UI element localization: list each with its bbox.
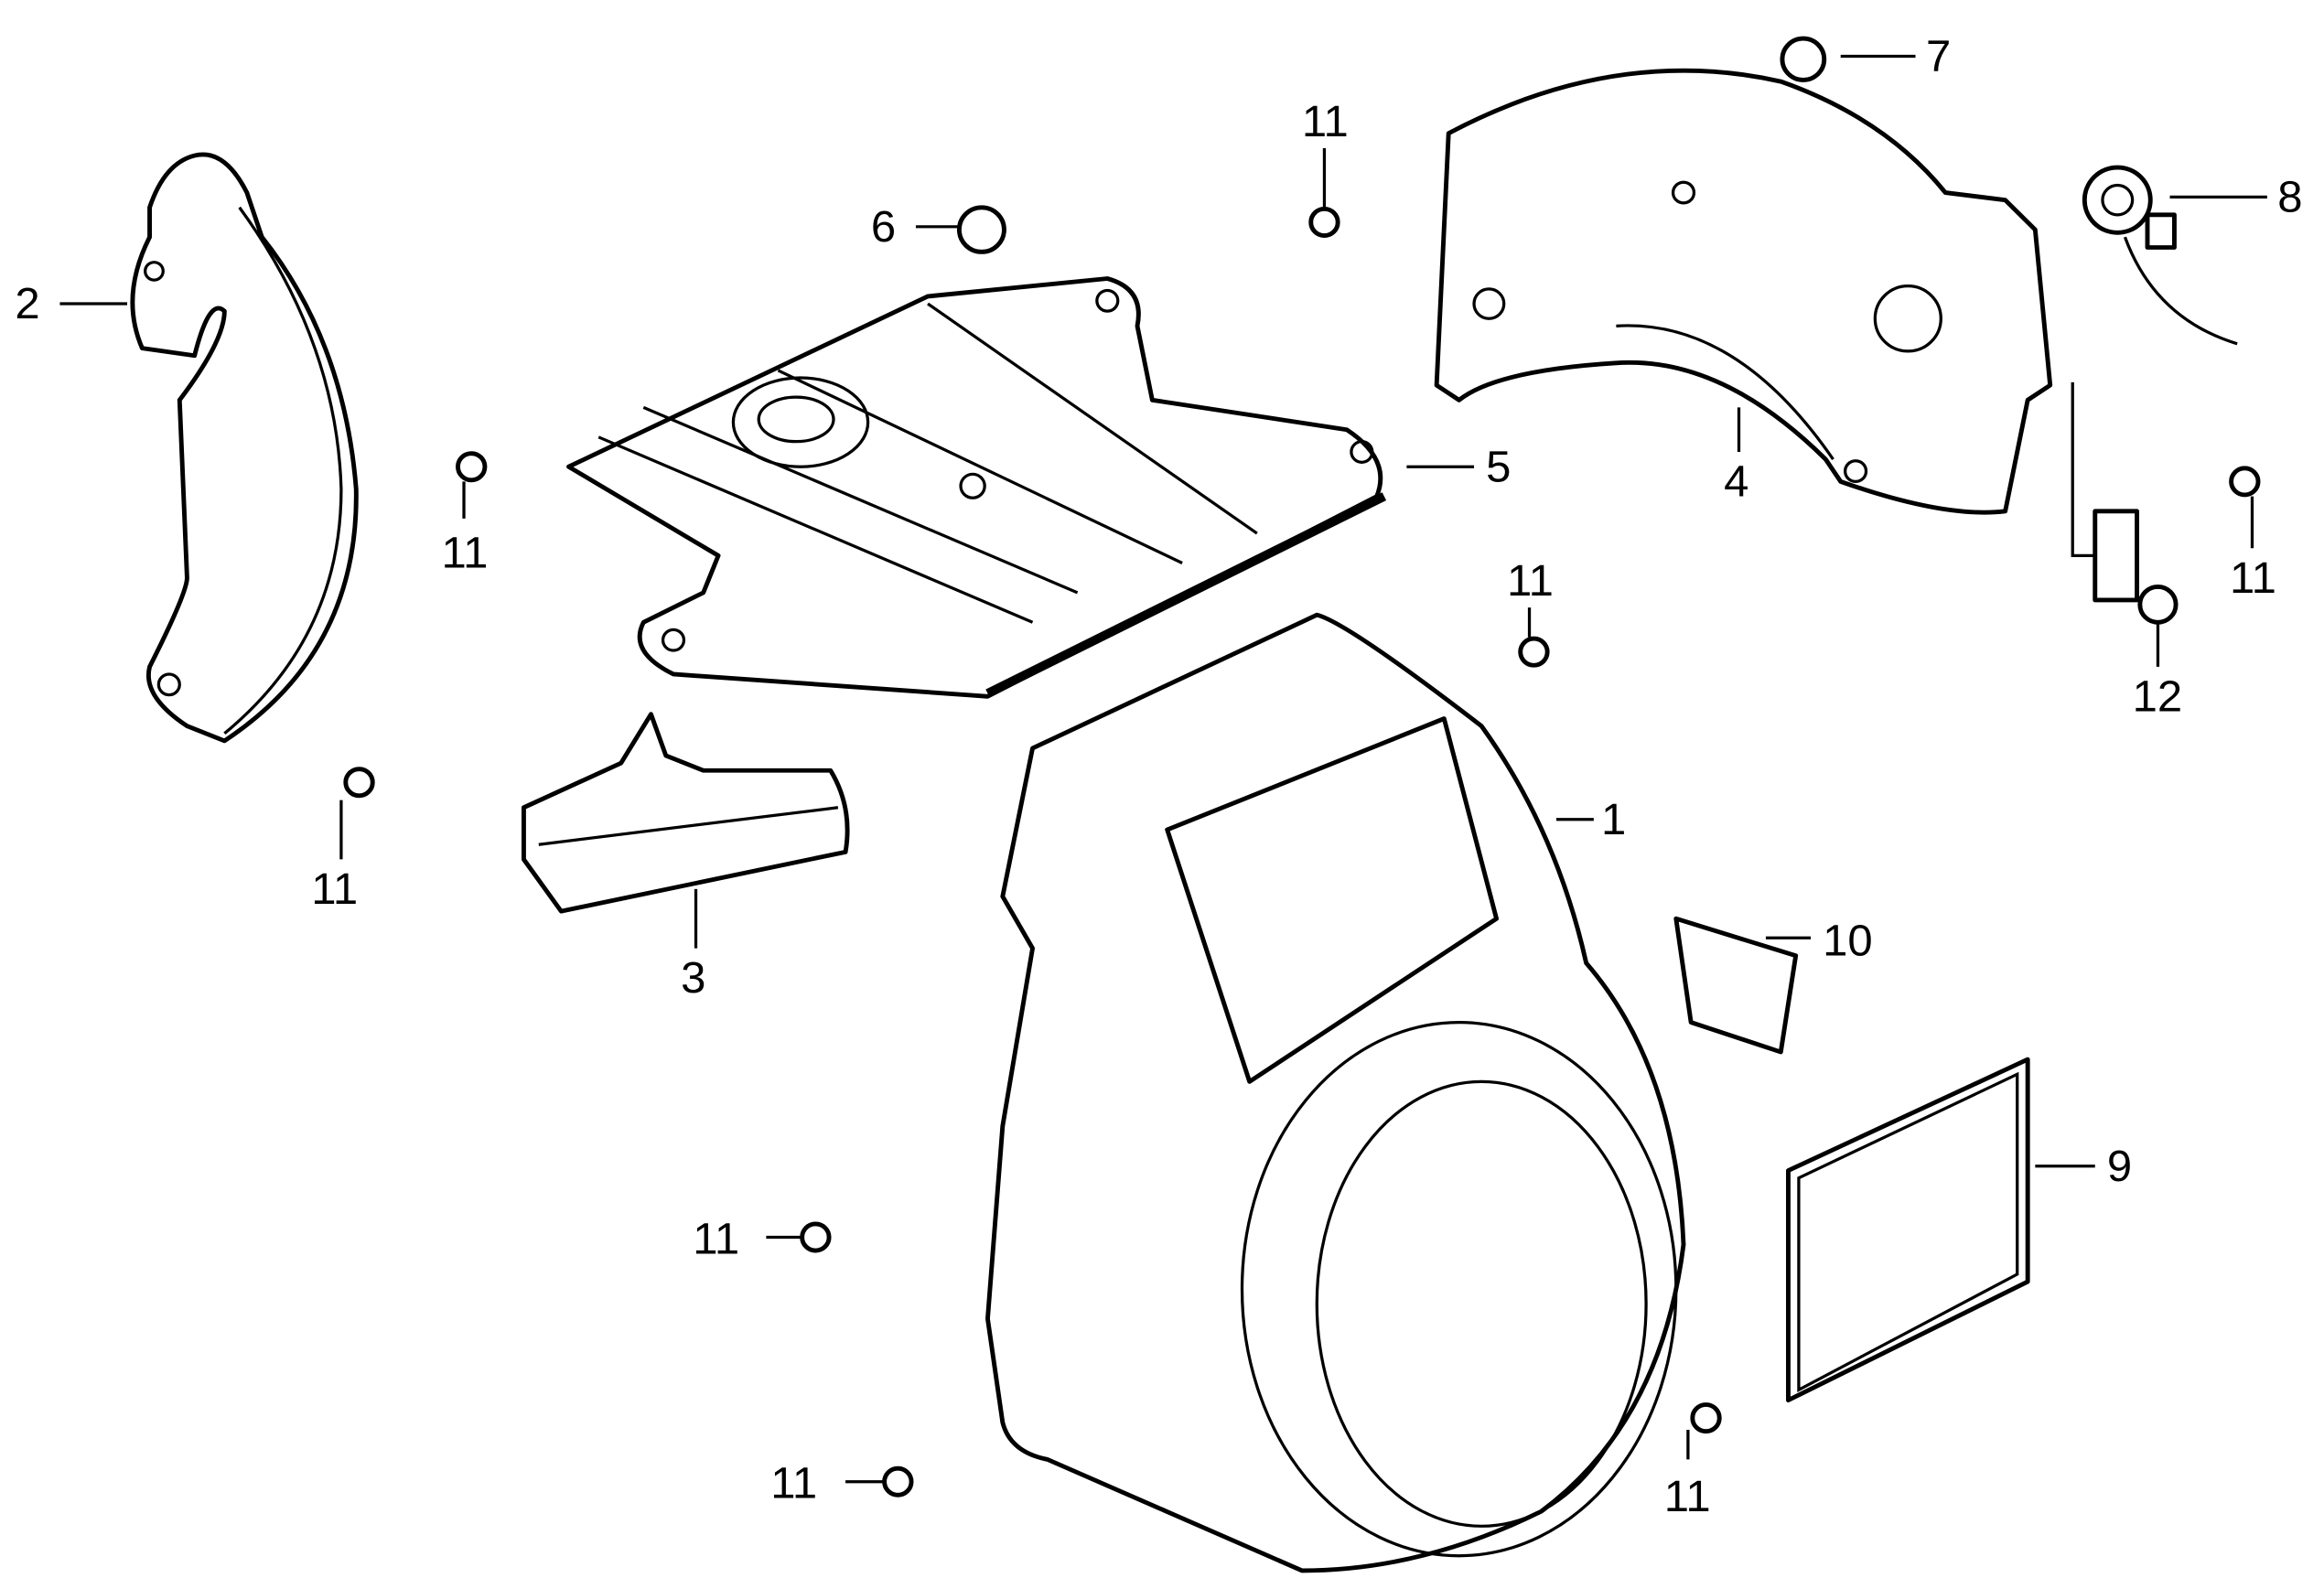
part-8-switch <box>2082 165 2238 346</box>
callout-2: 2 <box>15 279 39 328</box>
part-12-bracket <box>2071 381 2179 625</box>
part-10-label <box>1673 916 1799 1055</box>
part-5-top-cover <box>566 276 1387 699</box>
callout-10: 10 <box>1823 917 1873 966</box>
callout-8: 8 <box>2277 173 2302 222</box>
part-9-gasket <box>1786 1057 2030 1403</box>
callout-3: 3 <box>681 953 705 1003</box>
callout-11: 11 <box>693 1214 739 1263</box>
callout-11: 11 <box>2230 553 2276 603</box>
callout-6: 6 <box>871 202 896 252</box>
part-6-grommet <box>956 205 1006 254</box>
part-7-clip <box>1780 36 1827 82</box>
callout-9: 9 <box>2107 1142 2132 1191</box>
leader-lines <box>59 54 2267 1484</box>
callout-7: 7 <box>1926 32 1951 81</box>
callout-11: 11 <box>311 864 358 914</box>
callout-1: 1 <box>1601 795 1626 844</box>
part-1-fan-cover <box>985 612 1686 1573</box>
callout-11: 11 <box>1664 1472 1711 1521</box>
callout-11: 11 <box>1302 97 1349 146</box>
part-3-bracket <box>521 712 850 914</box>
part-4-rear-shroud <box>1434 68 2053 515</box>
callout-4: 4 <box>1724 457 1748 507</box>
callout-5: 5 <box>1486 443 1511 492</box>
bolts-11 <box>343 206 2261 1497</box>
callout-11: 11 <box>441 529 488 578</box>
callout-11: 11 <box>1507 556 1554 606</box>
callout-11: 11 <box>770 1459 817 1508</box>
part-2-side-shroud <box>130 152 359 744</box>
callout-12: 12 <box>2133 672 2183 722</box>
